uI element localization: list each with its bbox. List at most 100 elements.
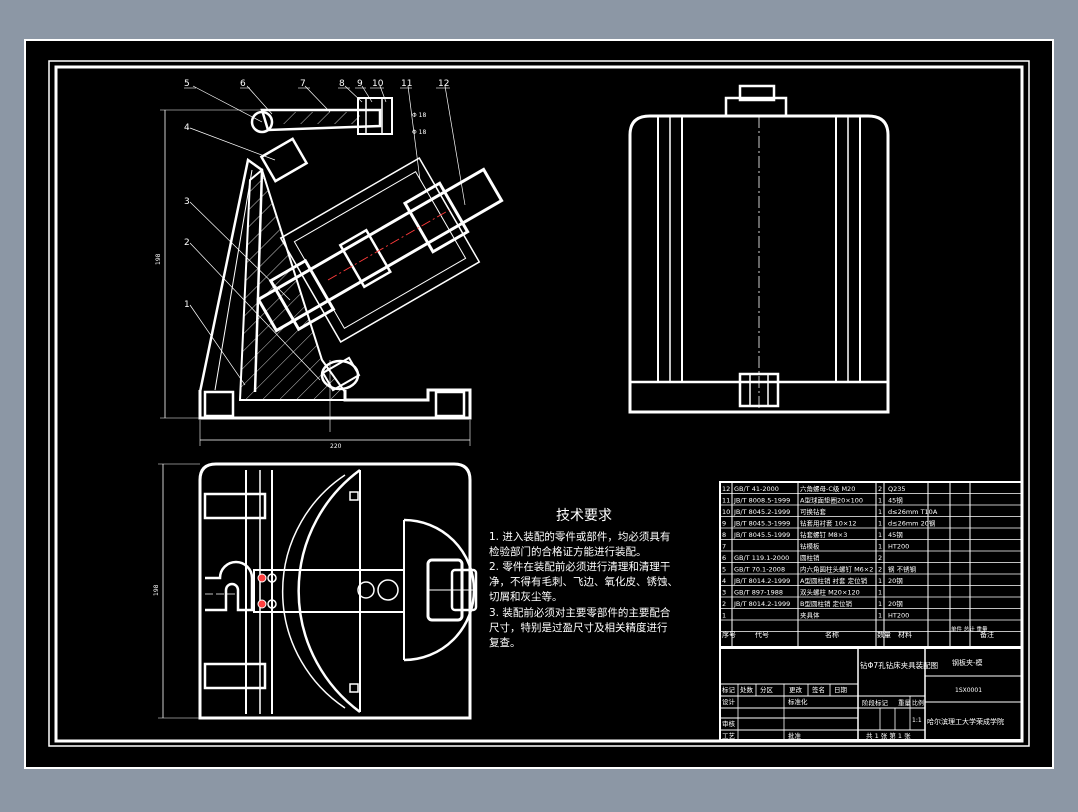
support-rib: [198, 157, 264, 393]
svg-text:220: 220: [330, 443, 342, 450]
balloon-10: 10: [372, 79, 384, 89]
dim-small-text: Φ 18 Φ 18 198 220: [155, 112, 426, 450]
rev-label-zone: 分区: [760, 685, 774, 694]
bom-header-weight: 单件 总计 重量: [951, 625, 988, 633]
tech-requirements: 技术要求 1. 进入装配的零件或部件，均必须具有 检验部门的合格证方能进行装配。…: [489, 508, 678, 649]
bom-cell-no: 4: [722, 577, 726, 585]
front-view: Φ 18 Φ 18 198 220: [155, 85, 504, 450]
bom-cell-qty: 1: [878, 543, 882, 551]
balloon-1: 1: [184, 300, 190, 310]
rib-line: [214, 169, 253, 391]
label-stage: 阶段标记: [862, 698, 889, 707]
bom-cell-no: 8: [722, 531, 726, 539]
bom-cell-name: B型圆柱销 定位销: [800, 599, 853, 608]
bom-cell-code: GB/T 119.1-2000: [734, 554, 789, 562]
u-slot: [205, 560, 254, 612]
bom-cell-mat: d≤26mm T10A: [888, 508, 938, 516]
bom-cell-no: 2: [722, 600, 726, 608]
bom-header-code: 代号: [755, 630, 769, 639]
base-slot-right: [434, 390, 466, 418]
bom-cell-mat: 20钢: [888, 577, 903, 585]
bom-cell-no: 9: [722, 520, 726, 528]
bom-header-name: 名称: [825, 630, 839, 639]
balloon-labels: 5 6 7 8 9 10 11 12 4 3 2 1: [184, 79, 449, 310]
bom-cell-code: JB/T 8045.2-1999: [733, 508, 790, 516]
bom-header: 序号 代号 名称 数量 材料 单件 总计 重量 备注: [722, 625, 994, 639]
scale-value: 1:1: [912, 717, 922, 724]
side-top-bushing: [724, 96, 788, 118]
bom-cell-no: 5: [722, 566, 726, 574]
rev-label-date: 日期: [834, 686, 848, 694]
bom-cell-name: 可换钻套: [800, 507, 827, 516]
workpiece: [256, 157, 504, 343]
bom-cell-qty: 1: [878, 577, 882, 585]
nut-left: [268, 258, 336, 332]
title-block: [719, 647, 1023, 741]
upper-block: [259, 137, 309, 183]
balloon-4: 4: [184, 123, 190, 133]
label-process: 工艺: [722, 732, 736, 740]
sheet-count: 共 1 张 第 1 张: [866, 731, 911, 740]
bom-cell-mat: 45钢: [888, 497, 903, 505]
bom-cell-name: 六角螺母-C级 M20: [800, 484, 855, 493]
tech-req-line-1: 1. 进入装配的零件或部件，均必须具有: [489, 530, 670, 543]
base-outline: [198, 388, 472, 420]
sheet-border-outer: [48, 60, 1030, 747]
bom-cell-mat: 钢 不锈钢: [888, 565, 917, 574]
bom-cell-no: 10: [722, 508, 730, 516]
tech-req-line-6: 3. 装配前必须对主要零部件的主要配合: [489, 606, 671, 619]
tech-req-line-7: 尺寸，特别是过盈尺寸及相关精度进行: [489, 621, 668, 634]
balloon-12: 12: [438, 79, 449, 89]
bom-cell-qty: 2: [878, 554, 882, 562]
bom-cell-no: 3: [722, 589, 726, 597]
bom-cell-name: 夹具体: [800, 611, 820, 620]
bom-cell-qty: 1: [878, 497, 882, 505]
bom-cell-name: 双头螺柱 M20×120: [800, 588, 860, 597]
bom-header-note: 备注: [980, 630, 994, 639]
svg-text:Φ 18: Φ 18: [412, 129, 426, 136]
drill-plate: [260, 108, 382, 132]
balloon-9: 9: [357, 79, 363, 89]
bom-cell-name: 钻套用衬套 10×12: [800, 519, 857, 528]
label-designer: 设计: [722, 697, 736, 706]
bom-cell-name: 钻模板: [800, 542, 820, 551]
bom-cell-code: GB/T 41-2000: [734, 485, 779, 493]
rev-label-count: 处数: [740, 685, 754, 694]
bom-cell-no: 7: [722, 543, 726, 551]
balloon-2: 2: [184, 238, 190, 248]
bom-cell-qty: 1: [878, 612, 882, 620]
balloon-7: 7: [300, 79, 306, 89]
bom-cell-name: 圆柱销: [800, 553, 820, 562]
base-slot-left: [203, 390, 235, 418]
tech-req-line-2: 检验部门的合格证方能进行装配。: [489, 545, 647, 558]
part-code: 钢板夹-模: [952, 658, 983, 667]
bom-cell-no: 6: [722, 554, 726, 562]
bom-cell-code: JB/T 8014.2-1999: [733, 577, 790, 585]
bom-cell-qty: 1: [878, 589, 882, 597]
balloon-8: 8: [339, 79, 345, 89]
side-bottom-slot: [738, 372, 780, 408]
bom-cell-name: A型球面垫圈20×100: [800, 496, 863, 505]
bom-cell-qty: 1: [878, 508, 882, 516]
svg-text:Φ 18: Φ 18: [412, 112, 426, 119]
bom-header-mat: 材料: [898, 630, 912, 639]
bom-header-qty: 数量: [877, 630, 891, 639]
bushing-inner: [365, 97, 383, 135]
leader-lines: [189, 85, 466, 386]
bom-cell-no: 1: [722, 612, 726, 620]
label-reviewer: 审核: [722, 719, 736, 728]
bom-cell-name: 内六角圆柱头螺钉 M6×2: [800, 565, 873, 574]
bom-cell-name: A型圆柱销 衬套 定位销: [800, 576, 868, 585]
svg-text:198: 198: [153, 584, 160, 596]
tech-req-title: 技术要求: [556, 508, 612, 524]
label-weight: 重量: [898, 699, 912, 707]
bom-cell-mat: HT200: [888, 543, 909, 551]
bom-cell-qty: 1: [878, 531, 882, 539]
top-outline: [198, 462, 472, 720]
bom-cell-code: JB/T 8014.2-1999: [733, 600, 790, 608]
tech-req-line-3: 2. 零件在装配前必须进行清理和清理干: [489, 560, 670, 573]
label-approve: 批准: [788, 731, 802, 740]
